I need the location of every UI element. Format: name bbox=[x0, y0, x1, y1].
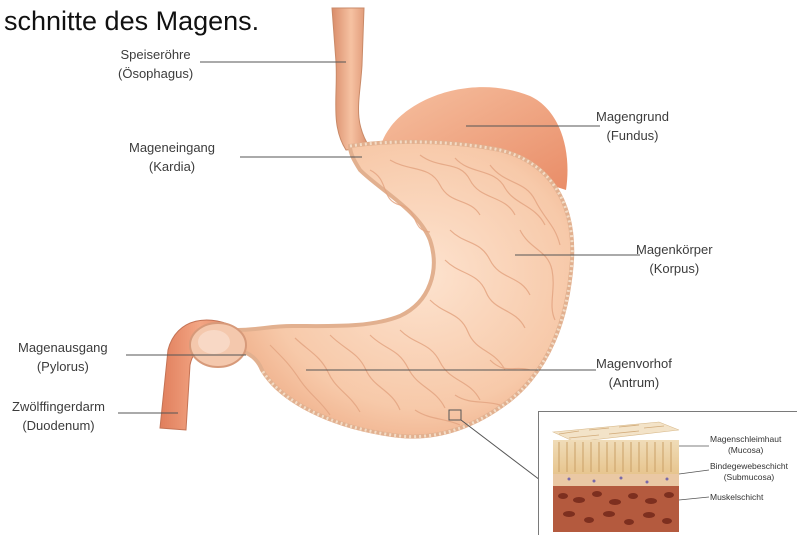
label-corpus-name: Magenkörper bbox=[636, 240, 713, 259]
label-cardia-name: Mageneingang bbox=[129, 138, 215, 157]
esophagus-shape bbox=[332, 8, 370, 150]
label-corpus-latin: (Korpus) bbox=[636, 259, 713, 278]
label-fundus-name: Magengrund bbox=[596, 107, 669, 126]
inset-label-mucosa-latin: (Mucosa) bbox=[710, 445, 781, 456]
inset-label-muscle: Muskelschicht bbox=[710, 492, 763, 503]
label-esophagus: Speiseröhre (Ösophagus) bbox=[118, 45, 193, 83]
label-cardia-latin: (Kardia) bbox=[129, 157, 215, 176]
inset-label-mucosa: Magenschleimhaut (Mucosa) bbox=[710, 434, 781, 456]
label-esophagus-latin: (Ösophagus) bbox=[118, 64, 193, 83]
label-cardia: Mageneingang (Kardia) bbox=[129, 138, 215, 176]
label-antrum-name: Magenvorhof bbox=[596, 354, 672, 373]
label-duodenum: Zwölffingerdarm (Duodenum) bbox=[12, 397, 105, 435]
inset-label-submucosa-latin: (Submucosa) bbox=[710, 472, 788, 483]
label-duodenum-latin: (Duodenum) bbox=[12, 416, 105, 435]
label-fundus: Magengrund (Fundus) bbox=[596, 107, 669, 145]
label-pylorus-name: Magenausgang bbox=[18, 338, 108, 357]
label-esophagus-name: Speiseröhre bbox=[118, 45, 193, 64]
tissue-layers-inset: Magenschleimhaut (Mucosa) Bindegewebesch… bbox=[538, 411, 797, 535]
label-duodenum-name: Zwölffingerdarm bbox=[12, 397, 105, 416]
inset-label-submucosa-name: Bindegewebeschicht bbox=[710, 461, 788, 472]
label-antrum: Magenvorhof (Antrum) bbox=[596, 354, 672, 392]
detail-connector bbox=[461, 420, 540, 480]
label-fundus-latin: (Fundus) bbox=[596, 126, 669, 145]
label-corpus: Magenkörper (Korpus) bbox=[636, 240, 713, 278]
inset-label-submucosa: Bindegewebeschicht (Submucosa) bbox=[710, 461, 788, 483]
inset-label-muscle-name: Muskelschicht bbox=[710, 492, 763, 503]
label-pylorus-latin: (Pylorus) bbox=[18, 357, 108, 376]
label-pylorus: Magenausgang (Pylorus) bbox=[18, 338, 108, 376]
inset-label-mucosa-name: Magenschleimhaut bbox=[710, 434, 781, 445]
label-antrum-latin: (Antrum) bbox=[596, 373, 672, 392]
